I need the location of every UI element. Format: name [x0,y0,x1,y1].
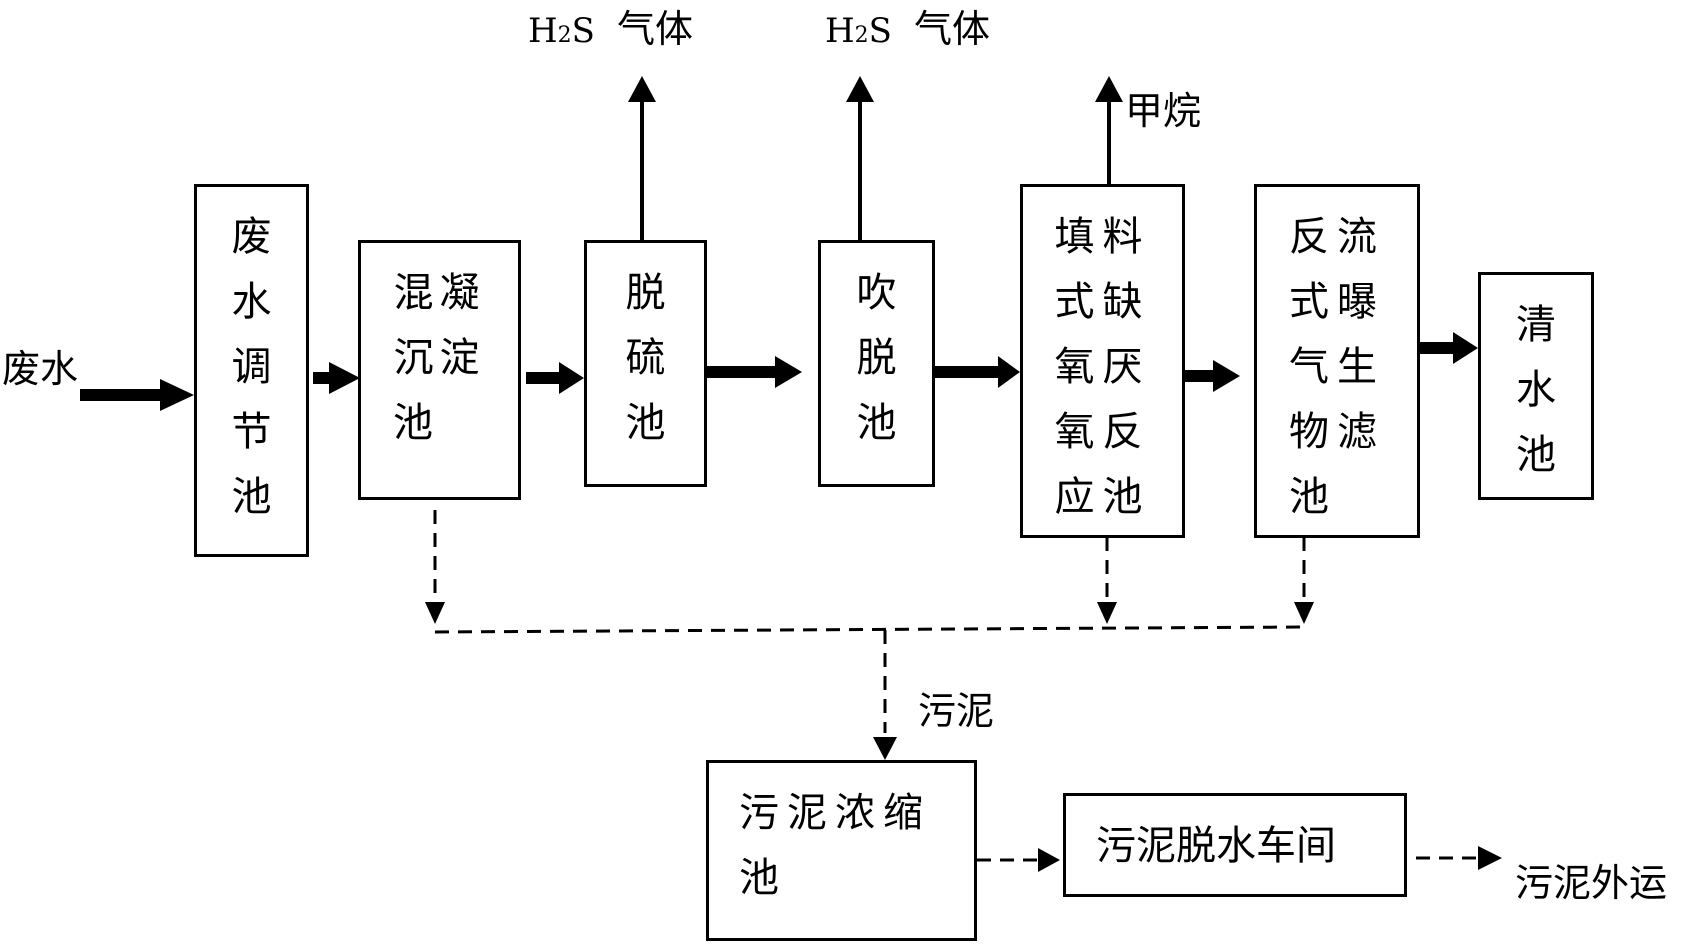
sludge-thickener-label: 污泥浓缩池 [739,790,931,901]
clear-water-tank-label: 清水池 [1516,302,1556,478]
clear-water-tank: 清水池 [1478,272,1594,500]
wastewater-input-label: 废水 [2,347,79,391]
arrow-regulating-to-coagulation [313,362,360,394]
stripping-tank: 吹脱池 [818,240,935,487]
sludge-collection-line [434,625,1305,634]
desulfurization-tank: 脱硫池 [584,240,707,487]
arrow-coagulation-to-desulfur [526,362,584,394]
arrow-biofilter-to-clearwater [1420,332,1478,364]
sludge-thickener: 污泥浓缩池 [706,760,977,941]
coagulation-tank: 混凝沉淀池 [358,240,521,500]
stripping-tank-label: 吹脱池 [856,270,897,446]
sludge-output-label: 污泥外运 [1515,861,1668,905]
regulating-tank: 废水调节池 [194,184,309,557]
arrow-anaerobic-to-biofilter [1180,360,1240,392]
sludge-label: 污泥 [918,689,995,733]
sludge-dewatering-workshop: 污泥脱水车间 [1063,793,1407,897]
arrow-input [80,379,194,411]
desulfurization-tank-label: 脱硫池 [625,270,666,446]
coagulation-tank-label: 混凝沉淀池 [393,270,486,446]
arrow-methane [1095,76,1123,185]
arrow-gas-desulfur [628,76,656,240]
biofilter-tank: 反流式曝气生物滤池 [1254,184,1420,538]
methane-label: 甲烷 [1125,89,1202,133]
regulating-tank-label: 废水调节池 [231,214,272,520]
arrow-gas-stripping [846,76,874,240]
arrow-desulfur-to-stripping [707,356,802,388]
sludge-dewatering-label: 污泥脱水车间 [1096,823,1336,869]
biofilter-tank-label: 反流式曝气生物滤池 [1289,214,1385,520]
anaerobic-reactor-label: 填料式缺氧厌氧反应池 [1054,214,1151,520]
arrow-stripping-to-anaerobic [935,356,1020,388]
anaerobic-reactor: 填料式缺氧厌氧反应池 [1020,184,1185,538]
